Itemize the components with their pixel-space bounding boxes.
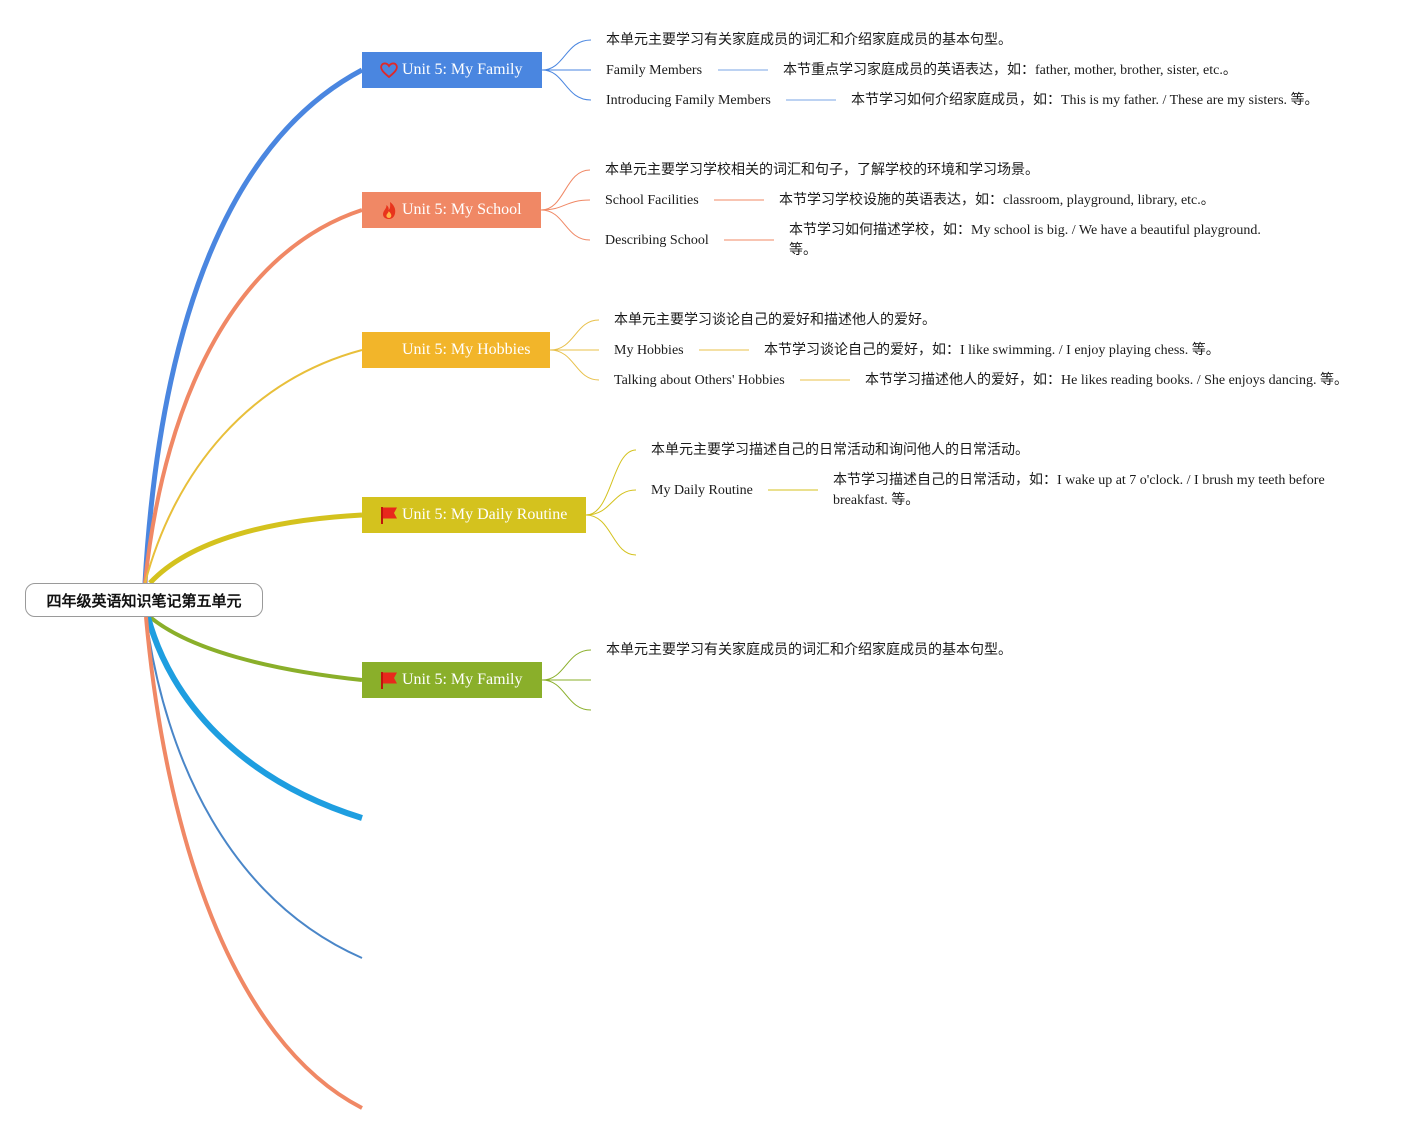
branch-unit5-hobbies[interactable]: Unit 5: My Hobbies [362,332,550,368]
connector-empty-2 [145,616,363,959]
branch-1-topic-2[interactable]: Introducing Family Members [606,93,771,108]
branch-label: Unit 5: My School [402,201,522,218]
flag-icon [379,670,399,690]
branch-label: Unit 5: My Daily Routine [402,506,568,523]
connector-branch-4 [148,512,363,585]
branch-5-summary[interactable]: 本单元主要学习有关家庭成员的词汇和介绍家庭成员的基本句型。 [606,643,1012,658]
branch-2-topic-1-detail[interactable]: 本节学习学校设施的英语表达，如：classroom, playground, l… [779,193,1215,208]
branch-2-topic-2[interactable]: Describing School [605,233,709,248]
branch-3-topic-1[interactable]: My Hobbies [614,343,684,358]
branch-label: Unit 5: My Family [402,61,523,78]
root-topic-label: 四年级英语知识笔记第五单元 [46,591,242,610]
branch-4-summary[interactable]: 本单元主要学习描述自己的日常活动和询问他人的日常活动。 [651,443,1029,458]
branch-4-topic-1[interactable]: My Daily Routine [651,483,753,498]
branch-1-topic-1-detail[interactable]: 本节重点学习家庭成员的英语表达，如：father, mother, brothe… [783,63,1237,78]
branch-label: Unit 5: My Family [402,671,523,688]
branch-1-topic-1[interactable]: Family Members [606,63,703,78]
fan-branch-1 [541,39,836,101]
root-topic[interactable]: 四年级英语知识笔记第五单元 [25,583,263,617]
branch-3-topic-1-detail[interactable]: 本节学习谈论自己的爱好，如：I like swimming. / I enjoy… [764,343,1220,358]
branch-unit5-family-2[interactable]: Unit 5: My Family [362,662,542,698]
branch-2-topic-1[interactable]: School Facilities [605,193,699,208]
fan-branch-4 [585,449,818,556]
branch-unit5-school[interactable]: Unit 5: My School [362,192,541,228]
connector-branch-1 [142,67,364,584]
branch-1-topic-2-detail[interactable]: 本节学习如何介绍家庭成员，如：This is my father. / Thes… [851,93,1319,108]
connector-branch-5 [148,615,363,682]
flag-icon [379,505,399,525]
branch-2-summary[interactable]: 本单元主要学习学校相关的词汇和句子，了解学校的环境和学习场景。 [605,163,1039,178]
branch-3-summary[interactable]: 本单元主要学习谈论自己的爱好和描述他人的爱好。 [614,313,936,328]
fan-branch-2 [540,169,774,241]
fan-branch-5 [541,649,592,711]
fan-branch-3 [549,319,850,381]
branch-1-summary[interactable]: 本单元主要学习有关家庭成员的词汇和介绍家庭成员的基本句型。 [606,33,1012,48]
connector-empty-3 [144,616,363,1110]
heart-icon [379,60,399,80]
branch-label: Unit 5: My Hobbies [402,341,531,358]
branch-3-topic-2[interactable]: Talking about Others' Hobbies [614,373,785,388]
connector-branch-3 [144,349,363,584]
branch-2-topic-2-detail[interactable]: 本节学习如何描述学校，如：My school is big. / We have… [789,223,1261,258]
branch-4-topic-1-detail[interactable]: 本节学习描述自己的日常活动，如：I wake up at 7 o'clock. … [833,473,1325,508]
branch-3-topic-2-detail[interactable]: 本节学习描述他人的爱好，如：He likes reading books. / … [865,373,1348,388]
connector-branch-2 [143,208,363,584]
connector-empty-1 [145,616,363,821]
branch-unit5-daily-routine[interactable]: Unit 5: My Daily Routine [362,497,586,533]
branch-unit5-family-1[interactable]: Unit 5: My Family [362,52,542,88]
flame-icon [379,200,399,220]
